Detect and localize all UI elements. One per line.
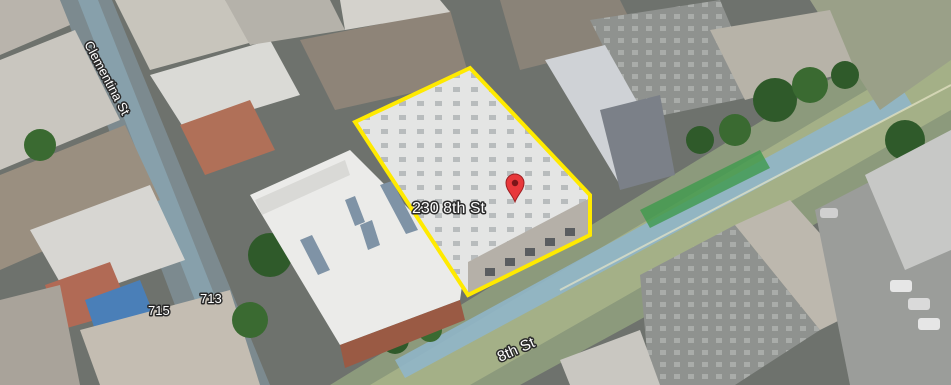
cross-street: [810, 0, 951, 110]
building: [80, 290, 260, 385]
parked-cars: [820, 208, 940, 330]
building: [865, 130, 951, 270]
facade-windows: [485, 228, 575, 276]
solar-panels: [300, 181, 418, 275]
clementina-street-lane: [78, 0, 250, 385]
house-number-713: 713: [200, 291, 222, 306]
highlighted-building-facade: [468, 198, 590, 295]
building: [600, 95, 675, 190]
building-facade: [340, 300, 465, 368]
green-lane: [640, 150, 770, 228]
building: [500, 0, 640, 70]
building: [30, 185, 185, 300]
building: [115, 0, 260, 70]
highlight-outline: [352, 65, 592, 298]
building: [225, 0, 345, 45]
building: [0, 0, 70, 55]
building: [180, 100, 275, 175]
building: [340, 0, 450, 30]
building: [250, 150, 465, 345]
building: [0, 285, 80, 385]
house-number-715: 715: [148, 303, 170, 318]
building: [560, 330, 660, 385]
building: [255, 160, 350, 215]
building: [640, 225, 820, 385]
building: [150, 40, 300, 130]
lane-marking: [559, 84, 951, 291]
address-label: 230 8th St: [412, 200, 486, 217]
building: [300, 10, 470, 110]
trees: [24, 61, 925, 354]
bike-lane: [395, 85, 912, 378]
map-pin-icon[interactable]: [505, 173, 525, 204]
